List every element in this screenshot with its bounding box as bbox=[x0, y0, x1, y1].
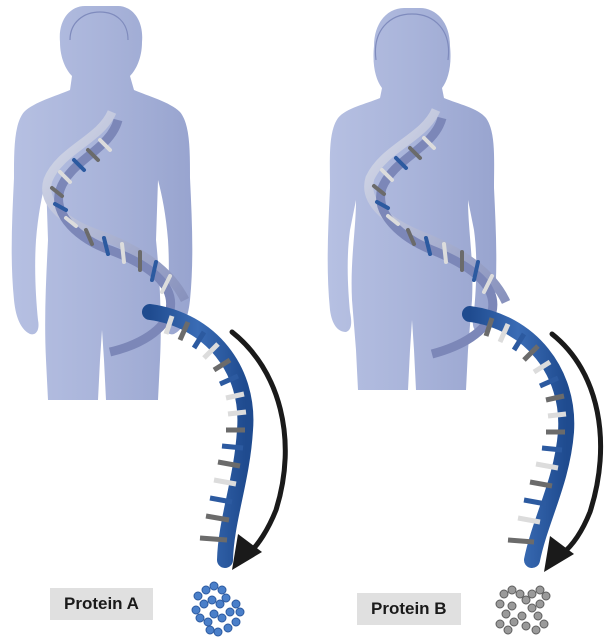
helix-rung bbox=[444, 244, 446, 262]
protein-bead bbox=[496, 600, 504, 608]
protein-bead bbox=[232, 600, 240, 608]
rna-strand-b bbox=[470, 314, 566, 560]
protein-bead bbox=[200, 600, 208, 608]
protein-bead bbox=[522, 622, 530, 630]
protein-bead bbox=[542, 592, 550, 600]
protein-bead bbox=[202, 586, 210, 594]
rna-backbone-b bbox=[470, 314, 566, 560]
protein-bead bbox=[210, 582, 218, 590]
arrow-head-b bbox=[544, 536, 574, 572]
protein-bead bbox=[210, 610, 218, 618]
protein-bead bbox=[226, 608, 234, 616]
protein-bead bbox=[194, 592, 202, 600]
man-figure bbox=[12, 6, 193, 400]
rna-base bbox=[228, 412, 246, 414]
protein-b-molecule bbox=[496, 586, 550, 634]
protein-bead bbox=[222, 594, 230, 602]
protein-bead bbox=[204, 618, 212, 626]
protein-bead bbox=[502, 610, 510, 618]
rna-base bbox=[222, 446, 243, 448]
rna-base bbox=[542, 448, 562, 450]
protein-a-label: Protein A bbox=[50, 588, 153, 620]
rna-base bbox=[548, 414, 566, 416]
protein-bead bbox=[500, 590, 508, 598]
protein-bead bbox=[508, 602, 516, 610]
protein-bead bbox=[534, 612, 542, 620]
protein-bead bbox=[508, 586, 516, 594]
protein-bead bbox=[218, 586, 226, 594]
protein-bead bbox=[232, 618, 240, 626]
protein-bead bbox=[214, 628, 222, 636]
rna-strand-a bbox=[150, 312, 246, 560]
protein-bead bbox=[522, 596, 530, 604]
protein-bead bbox=[536, 586, 544, 594]
protein-bead bbox=[216, 600, 224, 608]
rna-backbone-a bbox=[150, 312, 245, 560]
protein-a-molecule bbox=[192, 582, 244, 636]
protein-bead bbox=[510, 618, 518, 626]
protein-bead bbox=[496, 620, 504, 628]
protein-bead bbox=[196, 614, 204, 622]
protein-bead bbox=[504, 626, 512, 634]
protein-bead bbox=[540, 620, 548, 628]
rna-base bbox=[200, 538, 227, 540]
protein-bead bbox=[528, 604, 536, 612]
protein-bead bbox=[208, 596, 216, 604]
man-body-silhouette bbox=[12, 6, 193, 400]
protein-bead bbox=[518, 612, 526, 620]
helix-rung bbox=[122, 244, 124, 262]
protein-bead bbox=[224, 624, 232, 632]
protein-bead bbox=[536, 600, 544, 608]
protein-bead bbox=[532, 626, 540, 634]
protein-bead bbox=[206, 626, 214, 634]
protein-bead bbox=[528, 590, 536, 598]
arrow-head-a bbox=[232, 534, 262, 570]
rna-base bbox=[508, 540, 534, 542]
protein-bead bbox=[516, 590, 524, 598]
protein-b-label: Protein B bbox=[357, 593, 461, 625]
protein-bead bbox=[192, 606, 200, 614]
protein-bead bbox=[218, 614, 226, 622]
protein-bead bbox=[236, 608, 244, 616]
